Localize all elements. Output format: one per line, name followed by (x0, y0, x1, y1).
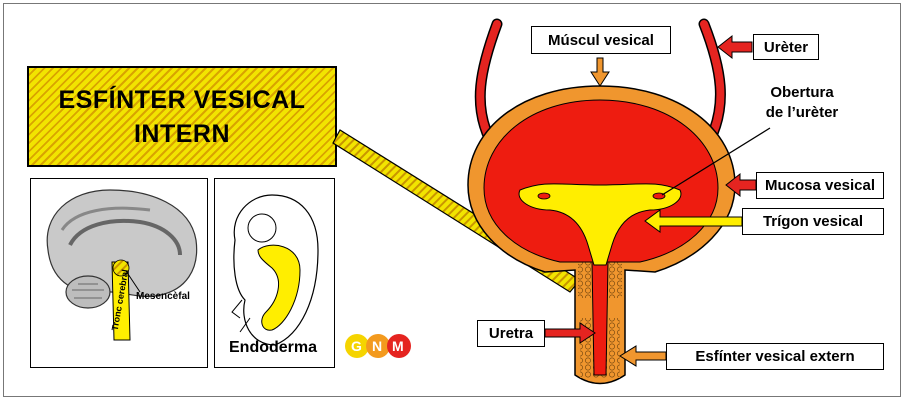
label-ureter: Urèter (753, 34, 819, 60)
embryo-illustration (232, 195, 318, 345)
label-trigon-vesical: Trígon vesical (742, 208, 884, 235)
label-mucosa-vesical: Mucosa vesical (756, 172, 884, 199)
label-muscul-vesical: Múscul vesical (531, 26, 671, 54)
logo-letter-m: M (392, 338, 404, 354)
mesencefal-label: Mesencèfal (136, 291, 190, 302)
label-esfinter-extern: Esfínter vesical extern (666, 343, 884, 370)
endoderma-label: Endoderma (229, 339, 317, 357)
ureter-opening-left (538, 193, 550, 199)
label-obertura: Obertura de l’urèter (752, 83, 852, 123)
arrow-esfinter-extern (620, 346, 666, 366)
label-uretra: Uretra (477, 320, 545, 347)
label-obertura-line2: de l’urèter (752, 103, 852, 123)
label-obertura-line1: Obertura (752, 83, 852, 103)
logo-letter-g: G (351, 338, 362, 354)
logo-letter-n: N (372, 338, 382, 354)
arrow-ureter (718, 36, 752, 58)
arrow-muscul (591, 58, 609, 86)
